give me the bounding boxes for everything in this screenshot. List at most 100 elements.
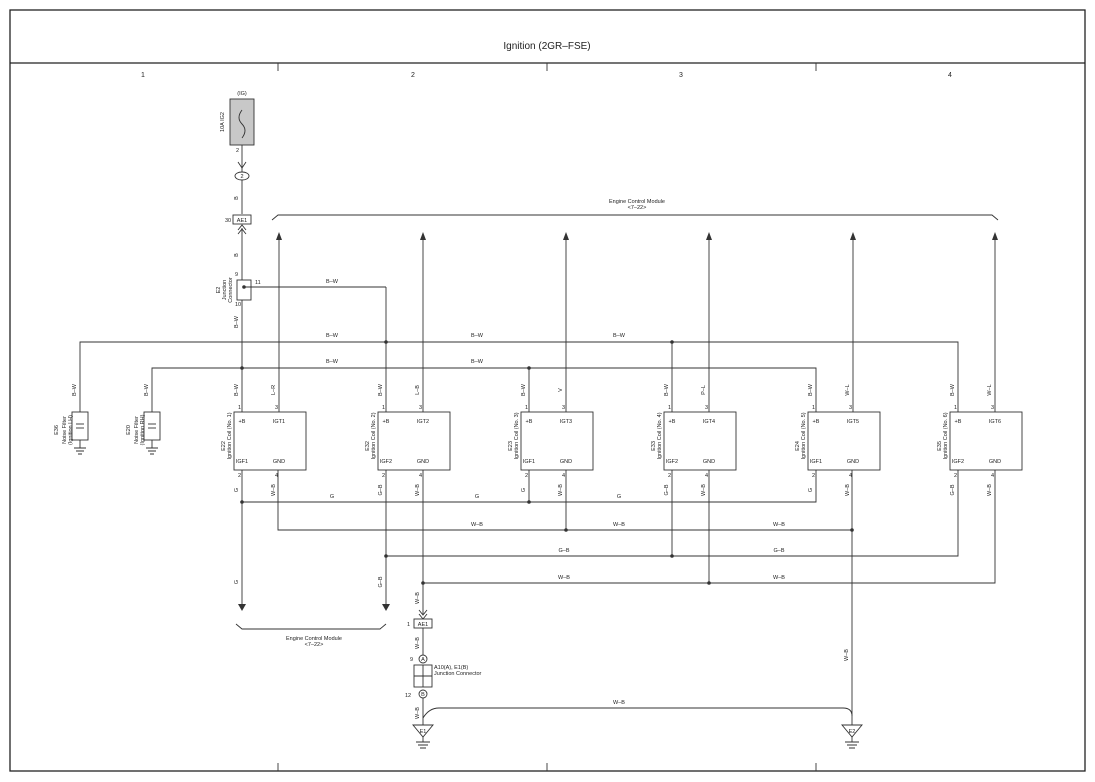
coil-1-igt-wire: L–R (271, 385, 277, 395)
coil-3-igf-label: IGF1 (523, 459, 535, 465)
coil-1-igf-label: IGF1 (236, 459, 248, 465)
coil-6-pin-3: 3 (991, 405, 994, 411)
wire-label-g-v: G (234, 580, 240, 584)
ground-e1: E1 (412, 724, 434, 749)
coil-2-gnd-label: GND (417, 459, 429, 465)
coil-3-gnd-wire: W–B (558, 484, 564, 496)
wire-label-g-3: G (617, 494, 621, 500)
coil-4-pin-1: 1 (668, 405, 671, 411)
igf-lines (241, 470, 959, 610)
wire-label-b-2: B (234, 253, 240, 257)
coil-5-igt-wire: W–L (845, 384, 851, 395)
wire-label-g-2: G (475, 494, 479, 500)
column-ticks (277, 63, 817, 771)
ground-e2-label: E2 (849, 729, 856, 735)
coil-4-gnd-wire: W–B (701, 484, 707, 496)
column-label-2: 2 (411, 72, 415, 79)
coil-1-plus-label: +B (239, 419, 246, 425)
junction-e2-pin-side: 11 (255, 280, 261, 286)
coil-2-plus-wire: B–W (378, 383, 384, 396)
coil-2-plus-label: +B (383, 419, 390, 425)
coil-4-igt-wire: P–L (701, 385, 707, 395)
noise-filter-e20-code: E20 (126, 425, 132, 435)
noise-filter-e20-wire: B–W (144, 383, 150, 396)
coil-5-plus-wire: B–W (808, 383, 814, 396)
wire-label-gb-v: G–B (378, 576, 384, 587)
diagram-title: Ignition (2GR–FSE) (503, 41, 590, 52)
fuse-10a-ig2: (IG) 10A IG2 2 (220, 91, 255, 154)
coil-3-pin-4: 4 (562, 473, 565, 479)
wire-label-wb-2: W–B (613, 522, 625, 528)
wire-label-wb-v2: W–B (844, 649, 850, 661)
wire-label-wb-v4: W–B (415, 707, 421, 719)
column-label-1: 1 (141, 72, 145, 79)
coil-2-code: E32 (365, 441, 371, 451)
junction-e2-name: E2JunctionConnector (216, 277, 234, 303)
coil-1-code: E22 (221, 441, 227, 451)
wire-label-wb-v3: W–B (415, 637, 421, 649)
coil-5-igf-wire: G (808, 488, 814, 492)
junction-connector-a10-e1: A 9 B 12 A10(A), E1(B)Junction Connector (405, 654, 482, 699)
coil-4-pin-4: 4 (705, 473, 708, 479)
coil-2-gnd-wire: W–B (415, 484, 421, 496)
coil-2-igf-label: IGF2 (380, 459, 392, 465)
ground-e2: E2 (841, 724, 863, 749)
coil-3-pin-3: 3 (562, 405, 565, 411)
fuse-rating: 10A IG2 (220, 112, 226, 132)
coil-1-pin-3: 3 (275, 405, 278, 411)
coil-5-plus-label: +B (813, 419, 820, 425)
coil-6-plus-wire: B–W (950, 383, 956, 396)
junction-e2-pin-bottom: 10 (235, 302, 241, 308)
ground-e1-label: E1 (420, 729, 427, 735)
wire-label-bw-bus1b: B–W (471, 333, 484, 339)
coil-3-plus-label: +B (526, 419, 533, 425)
junction-a10-letter-a: A (421, 657, 425, 663)
gnd-lines (277, 470, 996, 725)
coil-1-pin-1: 1 (238, 405, 241, 411)
noise-filter-e20-name: Noise Filter(Ignition RH) (134, 414, 146, 445)
ae1-top-label: AE1 (237, 218, 247, 224)
coil-3-pin-1: 1 (525, 405, 528, 411)
coil-6-code: E35 (937, 441, 943, 451)
coil-3-name: Ignition Coil (No. 3) (514, 412, 520, 459)
noise-filter-e36-wire: B–W (72, 383, 78, 396)
noise-filter-e36: B–W E36 Noise Filter(Ignition LH) (54, 383, 89, 455)
coil-1-gnd-label: GND (273, 459, 285, 465)
junction-e2-pin-top: 9 (235, 272, 238, 278)
coil-1-plus-wire: B–W (234, 383, 240, 396)
wire-label-bw-bus2b: B–W (471, 359, 484, 365)
junction-a10-name: A10(A), E1(B)Junction Connector (434, 665, 482, 677)
ecm-top-ref: <7–22> (628, 205, 647, 211)
wire-label-bw-e2: B–W (326, 279, 339, 285)
coil-6-igf-wire: G–B (950, 484, 956, 495)
wire-label-bw-bus1a: B–W (326, 333, 339, 339)
junction-a10-letter-b: B (421, 692, 425, 698)
coil-3-igt-label: IGT3 (560, 419, 572, 425)
bw-bus-lines (79, 341, 959, 412)
coil-4-pin-2: 2 (668, 473, 671, 479)
coil-1-igt-label: IGT1 (273, 419, 285, 425)
coil-5-igf-label: IGF1 (810, 459, 822, 465)
connector-ae1-top (232, 214, 252, 225)
coil-2-igt-wire: L–B (415, 385, 421, 395)
fuse-name: (IG) (237, 91, 247, 97)
coil-4-igf-wire: G–B (664, 484, 670, 495)
ecm-bottom-bracket (235, 623, 387, 630)
wire-label-wb-ground: W–B (613, 700, 625, 706)
noise-filter-e20: B–W E20 Noise Filter(Ignition RH) (126, 383, 161, 455)
coil-1-pin-2: 2 (238, 473, 241, 479)
coil-5-pin-3: 3 (849, 405, 852, 411)
ae1-top-pin: 30 (225, 218, 231, 224)
wire-label-wb-v1: W–B (415, 592, 421, 604)
coil-4-gnd-label: GND (703, 459, 715, 465)
coil-4-code: E33 (651, 441, 657, 451)
coil-5-pin-1: 1 (812, 405, 815, 411)
noise-filter-e36-code: E36 (54, 425, 60, 435)
coil-2-igt-label: IGT2 (417, 419, 429, 425)
coil-5-gnd-wire: W–B (845, 484, 851, 496)
coil-3-gnd-label: GND (560, 459, 572, 465)
wire-label-bw-v: B–W (234, 315, 240, 328)
coil-4-plus-label: +B (669, 419, 676, 425)
